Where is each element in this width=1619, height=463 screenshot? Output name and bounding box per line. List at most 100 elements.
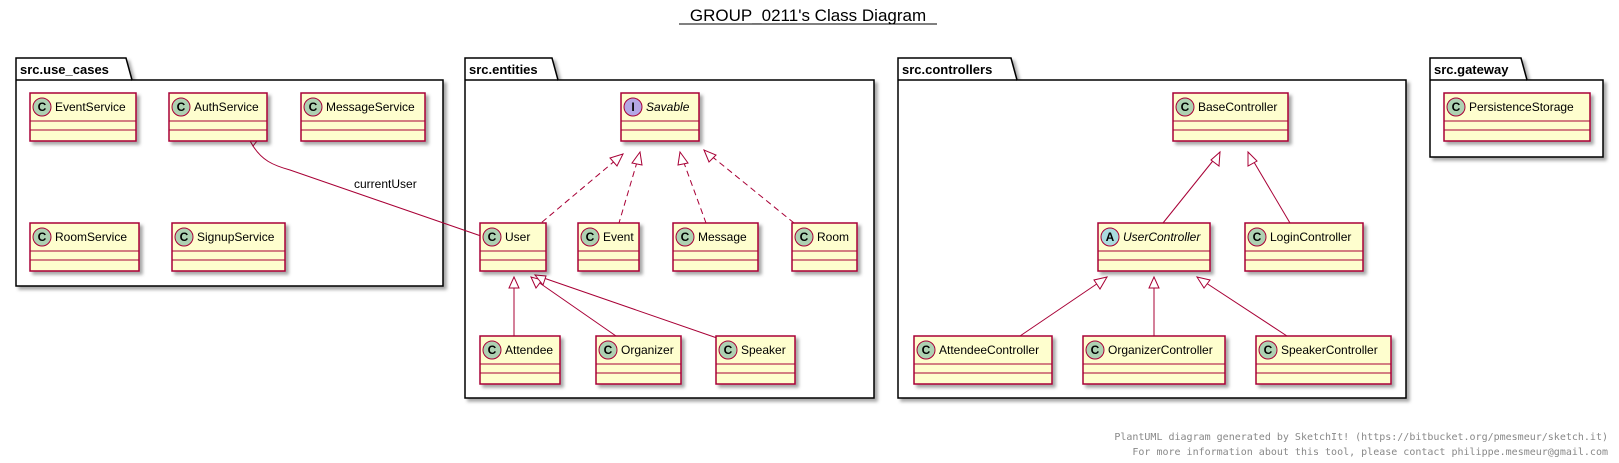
badge-letter: C (800, 230, 809, 244)
badge-letter: C (38, 100, 47, 114)
abstract-badge-icon (1100, 227, 1120, 247)
edge-speaker-extends-user (534, 274, 718, 339)
class-box (1244, 222, 1364, 272)
class-badge-icon (916, 340, 936, 360)
class-name: Savable (646, 100, 690, 114)
badge-letter: C (38, 230, 47, 244)
class-name: AuthService (194, 100, 259, 114)
badge-letter: C (488, 230, 497, 244)
class-name: PersistenceStorage (1469, 100, 1574, 114)
badge-letter: C (1091, 343, 1100, 357)
class-name: Organizer (621, 343, 674, 357)
class-box (1443, 92, 1591, 142)
class-badge-icon (32, 97, 52, 117)
class-name: SpeakerController (1281, 343, 1378, 357)
class-badge-icon (598, 340, 618, 360)
badge-letter: C (177, 100, 186, 114)
badge-letter: C (1181, 100, 1190, 114)
package-entities: src.entities (464, 57, 875, 399)
class-organizer-controller: C OrganizerController (1082, 335, 1226, 385)
arrowhead-usercontroller-basecontroller (1210, 150, 1221, 167)
arrowhead-attendee-user (508, 275, 520, 289)
badge-letter: C (1452, 100, 1461, 114)
class-name: LoginController (1270, 230, 1351, 244)
edge-label-current-user: currentUser (354, 177, 417, 191)
class-box (1255, 335, 1392, 385)
class-badge-icon (482, 340, 502, 360)
class-name: Speaker (741, 343, 786, 357)
class-persistence-storage: C PersistenceStorage (1443, 92, 1591, 142)
badge-letter: C (681, 230, 690, 244)
class-badge-icon (171, 97, 191, 117)
class-name: Message (698, 230, 747, 244)
class-savable: I Savable (620, 92, 700, 142)
class-badge-icon (1446, 97, 1466, 117)
class-badge-icon (675, 227, 695, 247)
class-badge-icon (718, 340, 738, 360)
class-name: AttendeeController (939, 343, 1039, 357)
edge-organizer-extends-user (530, 276, 617, 337)
class-badge-icon (482, 227, 502, 247)
class-badge-icon (174, 227, 194, 247)
badge-letter: C (180, 230, 189, 244)
arrowhead-speakercontroller-usercontroller (1195, 276, 1211, 289)
class-signup-service: C SignupService (171, 222, 286, 272)
class-room-service: C RoomService (29, 222, 140, 272)
badge-letter: C (1253, 230, 1262, 244)
footer-contact-info: For more information about this tool, pl… (1132, 447, 1608, 458)
class-message: C Message (672, 222, 759, 272)
edge-speakercontroller-extends-usercontroller (1196, 276, 1288, 337)
class-speaker-controller: C SpeakerController (1255, 335, 1392, 385)
arrowhead-speaker-user (533, 274, 547, 287)
class-badge-icon (303, 97, 323, 117)
class-user-controller: A UserController (1097, 222, 1211, 272)
arrowhead-attendeecontroller-usercontroller (1093, 276, 1109, 290)
class-name: UserController (1123, 230, 1201, 244)
class-box (1082, 335, 1226, 385)
edge-user-realizes-savable (540, 153, 624, 224)
arrowhead-event-savable (631, 150, 643, 166)
package-label-gateway: src.gateway (1434, 62, 1509, 77)
class-name: Event (603, 230, 634, 244)
class-event: C Event (577, 222, 640, 272)
class-badge-icon (794, 227, 814, 247)
edge-logincontroller-extends-basecontroller (1247, 151, 1291, 224)
badge-letter: C (309, 100, 318, 114)
footer-generator-credit: PlantUML diagram generated by SketchIt! … (1114, 432, 1608, 443)
class-speaker: C Speaker (715, 335, 796, 385)
edge-authservice-currentuser (252, 145, 482, 237)
class-badge-icon (32, 227, 52, 247)
package-label-controllers: src.controllers (902, 62, 992, 77)
class-box (300, 92, 426, 142)
badge-letter: I (631, 100, 634, 114)
diagram-title: GROUP_0211's Class Diagram (690, 6, 926, 25)
class-name: RoomService (55, 230, 127, 244)
arrowhead-user-savable (609, 153, 624, 167)
class-name: User (505, 230, 530, 244)
interface-badge-icon (623, 97, 643, 117)
class-name: SignupService (197, 230, 275, 244)
arrowhead-room-savable (703, 149, 717, 163)
badge-letter: C (724, 343, 733, 357)
badge-letter: C (586, 230, 595, 244)
class-organizer: C Organizer (595, 335, 682, 385)
package-label-entities: src.entities (469, 62, 538, 77)
arrowhead-message-savable (677, 150, 689, 166)
badge-letter: A (1106, 230, 1115, 244)
edge-attendeecontroller-extends-usercontroller (1019, 276, 1108, 337)
class-name: Room (817, 230, 849, 244)
class-name: OrganizerController (1108, 343, 1213, 357)
package-label-use-cases: src.use_cases (20, 62, 109, 77)
class-login-controller: C LoginController (1244, 222, 1364, 272)
arrowhead-organizercontroller-usercontroller (1148, 275, 1160, 289)
class-user: C User (479, 222, 547, 272)
badge-letter: C (1264, 343, 1273, 357)
badge-letter: C (604, 343, 613, 357)
